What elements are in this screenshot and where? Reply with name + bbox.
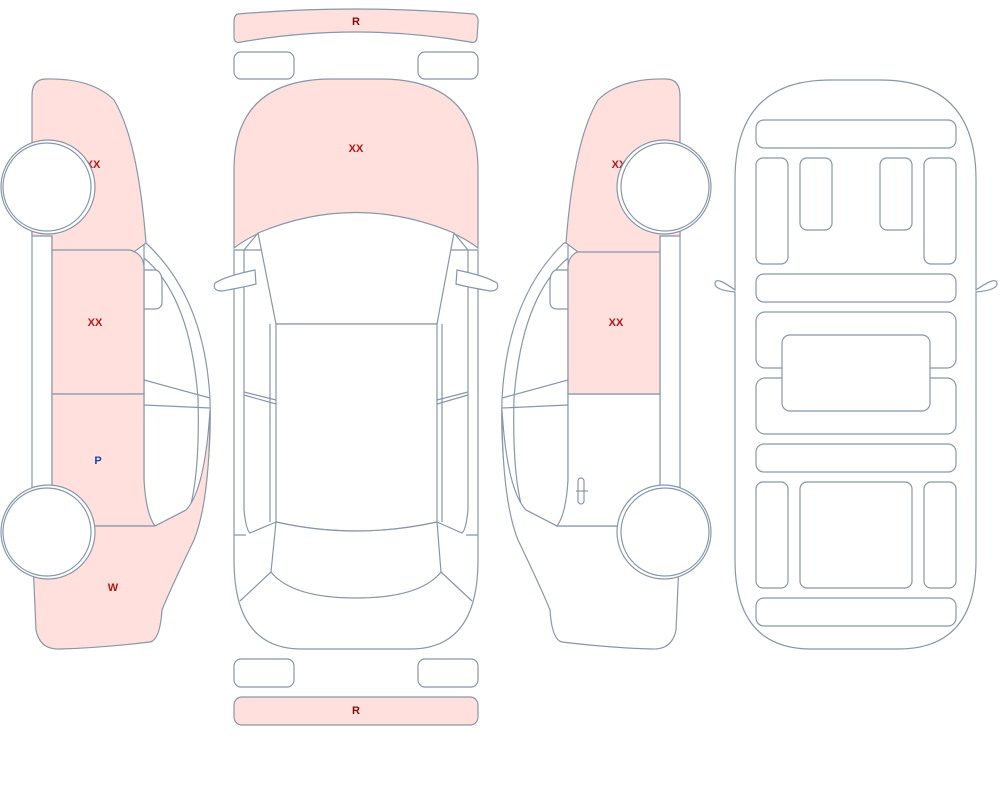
hood-code: XX [349, 143, 364, 155]
windshield[interactable] [257, 211, 455, 325]
underbody-right-front-rail[interactable] [923, 157, 957, 265]
underbody-left-front-rail[interactable] [755, 157, 789, 265]
right-rear-quarter[interactable] [501, 409, 681, 650]
left-mirror-top[interactable] [213, 269, 257, 292]
right-mirror-side[interactable] [549, 269, 569, 310]
left-rear-quarter[interactable] [31, 409, 211, 650]
right-side-glass [436, 395, 469, 534]
right-b-pillar [436, 324, 469, 522]
left-b-pillar [243, 324, 277, 522]
underbody-right-rear-rail[interactable] [923, 481, 957, 589]
left-rear-wheel[interactable] [2, 487, 92, 577]
underbody-rear-panel[interactable] [755, 597, 957, 627]
top-view: R XX R [213, 8, 499, 726]
right-rear-wheel[interactable] [620, 487, 710, 577]
front-bumper-code: R [352, 16, 360, 28]
underbody-center-tunnel[interactable] [781, 334, 931, 412]
left-taillight[interactable] [233, 658, 295, 688]
left-headlight[interactable] [233, 51, 295, 80]
underbody-firewall[interactable] [755, 273, 957, 303]
right-headlight[interactable] [417, 51, 479, 80]
underbody-view [714, 79, 998, 650]
left-side-glass [243, 395, 277, 534]
left-pillar-line [143, 379, 211, 409]
left-front-door[interactable] [51, 249, 145, 395]
left-front-door-code: XX [88, 317, 103, 329]
rear-pillars [234, 534, 478, 602]
left-front-wheel[interactable] [2, 142, 92, 232]
right-front-wheel[interactable] [620, 142, 710, 232]
roof[interactable] [275, 323, 438, 532]
right-mirror-top[interactable] [455, 269, 499, 292]
right-taillight[interactable] [417, 658, 479, 688]
right-sill[interactable] [659, 227, 681, 491]
right-a-pillar [453, 232, 469, 395]
underbody-trunk-floor[interactable] [799, 481, 913, 589]
underbody-rear-crossmember[interactable] [755, 443, 957, 473]
rear-window[interactable] [270, 521, 442, 599]
rear-bumper-code: R [352, 705, 360, 717]
left-mirror-side[interactable] [143, 269, 163, 310]
rear-bumper-panel[interactable] [233, 696, 479, 726]
underbody-left-front-mount[interactable] [799, 157, 833, 231]
right-front-door-code: XX [609, 317, 624, 329]
left-side-view: XX XX P W [0, 78, 211, 650]
left-rear-door-code: P [94, 455, 101, 467]
right-pillar-line [501, 379, 569, 409]
right-window-line [513, 257, 569, 527]
left-window-line [143, 257, 199, 527]
underbody-front-crossmember[interactable] [755, 119, 957, 149]
underbody-left-rear-rail[interactable] [755, 481, 789, 589]
front-bumper-panel[interactable] [233, 8, 479, 44]
left-sill[interactable] [31, 227, 53, 491]
underbody-right-front-mount[interactable] [879, 157, 913, 231]
left-rear-quarter-code: W [108, 582, 119, 594]
left-a-pillar [243, 232, 259, 395]
right-side-view: XX XX [501, 78, 712, 650]
